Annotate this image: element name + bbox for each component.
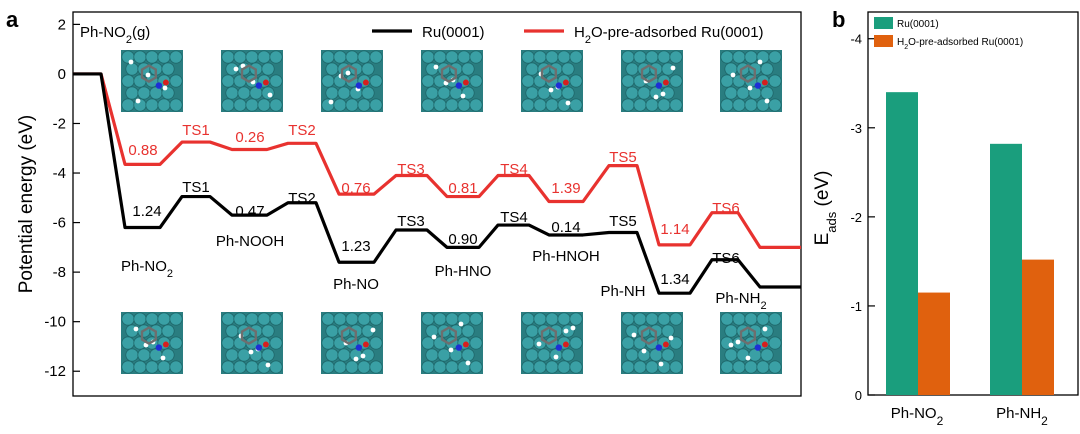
h2o-barrier-label: 1.14 [660,221,689,238]
h2o-barrier-label: 0.88 [128,142,157,159]
structure-thumbnail [421,50,483,112]
top-structure-thumbnails [121,50,782,112]
structure-thumbnail [521,50,583,112]
panel-a-legend: Ru(0001) H2O-pre-adsorbed Ru(0001) [372,24,764,46]
panel-a-letter: a [6,7,19,32]
x-tick-ph-nh2: Ph-NH2 [996,405,1048,428]
panel-b-x-axis: Ph-NO2 Ph-NH2 [891,405,1048,428]
panel-a-y-axis-title: Potential energy (eV) [16,115,37,294]
x-tick-ph-no2: Ph-NO2 [891,405,944,428]
y-tick-label: -4 [53,165,66,182]
h2o-ts-label: TS2 [288,122,316,139]
h2o-barrier-label: 0.76 [341,180,370,197]
series-h2o-profile [73,72,801,249]
ru-state-label: Ph-NH [600,283,645,300]
y-tick-label: 0 [58,66,66,83]
ru-barrier-label: 1.23 [341,238,370,255]
bar-h2o-ph-no2 [918,292,950,395]
h2o-barrier-label: 0.81 [448,180,477,197]
ru-state-label: TS4 [500,209,528,226]
ru-state-label: Ph-NH2 [715,290,766,312]
y-tick-label: -12 [44,363,66,380]
ru-state-label: TS6 [712,250,740,267]
y-tick-label: -3 [850,121,862,136]
y-tick-label: -8 [53,264,66,281]
y-tick-label: -4 [850,32,862,47]
bar-ru-ph-no2 [886,92,918,396]
h2o-ts-label: TS4 [500,161,528,178]
y-tick-label: -2 [850,210,862,225]
ru-barrier-label: 1.34 [660,271,689,288]
y-tick-label: -1 [850,299,862,314]
panel-a-y-axis: 2 0 -2 -4 -6 -8 -10 -12 [44,16,80,380]
ru-state-label: Ph-NO [333,276,379,293]
legend-label-h2o: H2O-pre-adsorbed Ru(0001) [574,24,764,46]
panel-b-bars [886,92,1054,396]
series-ru-profile [73,72,801,295]
ru-barrier-label: 0.14 [551,219,580,236]
structure-thumbnail [621,50,683,112]
ru-state-label: Ph-HNO [435,263,492,280]
y-tick-label: 0 [855,388,862,403]
ru-state-label: Ph-NOOH [216,233,284,250]
structure-thumbnail [121,312,183,374]
legend-b-label-ru: Ru(0001) [897,19,939,30]
structure-thumbnail [321,50,383,112]
h2o-ts-label: TS5 [609,149,637,166]
structure-thumbnail [720,50,782,112]
ru-state-label: TS5 [609,213,637,230]
bottom-structure-thumbnails [121,312,782,374]
structure-thumbnail [121,50,183,112]
ru-state-label: TS2 [288,190,316,207]
structure-thumbnail [720,312,782,374]
panel-b-legend: Ru(0001) H2O-pre-adsorbed Ru(0001) [874,17,1023,51]
bar-ru-ph-nh2 [990,143,1022,395]
h2o-ts-label: TS1 [182,122,210,139]
panel-b-y-axis: 0 -1 -2 -3 -4 [850,32,875,403]
h2o-barrier-label: 0.26 [235,129,264,146]
ru-state-label: TS1 [182,179,210,196]
ph-no2-gas-label: Ph-NO2(g) [80,24,150,46]
legend-b-label-h2o: H2O-pre-adsorbed Ru(0001) [897,37,1023,51]
ru-barrier-label: 0.90 [448,231,477,248]
ru-state-label: Ph-NO2 [121,258,173,280]
panel-b-plot-frame [867,11,1079,396]
panel-b-letter: b [832,7,845,32]
structure-thumbnail [521,312,583,374]
y-tick-label: -6 [53,215,66,232]
legend-b-swatch-h2o [874,35,893,47]
structure-thumbnail [221,50,283,112]
bar-h2o-ph-nh2 [1022,259,1054,395]
ru-state-label: TS3 [397,213,425,230]
ru-state-label: Ph-HNOH [532,248,600,265]
y-tick-label: -2 [53,115,66,132]
panel-b-y-axis-title: Eads (eV) [812,171,839,246]
y-tick-label: 2 [58,16,66,33]
y-tick-label: -10 [44,314,66,331]
structure-thumbnail [421,312,483,374]
h2o-ts-label: TS6 [712,200,740,217]
legend-b-swatch-ru [874,17,893,29]
h2o-barrier-label: 1.39 [551,180,580,197]
legend-label-ru: Ru(0001) [422,24,485,41]
panel-a-plot-frame [72,11,802,397]
structure-thumbnail [321,312,383,374]
h2o-ts-label: TS3 [397,161,425,178]
ru-barrier-label: 0.47 [235,203,264,220]
ru-barrier-label: 1.24 [132,203,161,220]
structure-thumbnail [621,312,683,374]
structure-thumbnail [221,312,283,374]
